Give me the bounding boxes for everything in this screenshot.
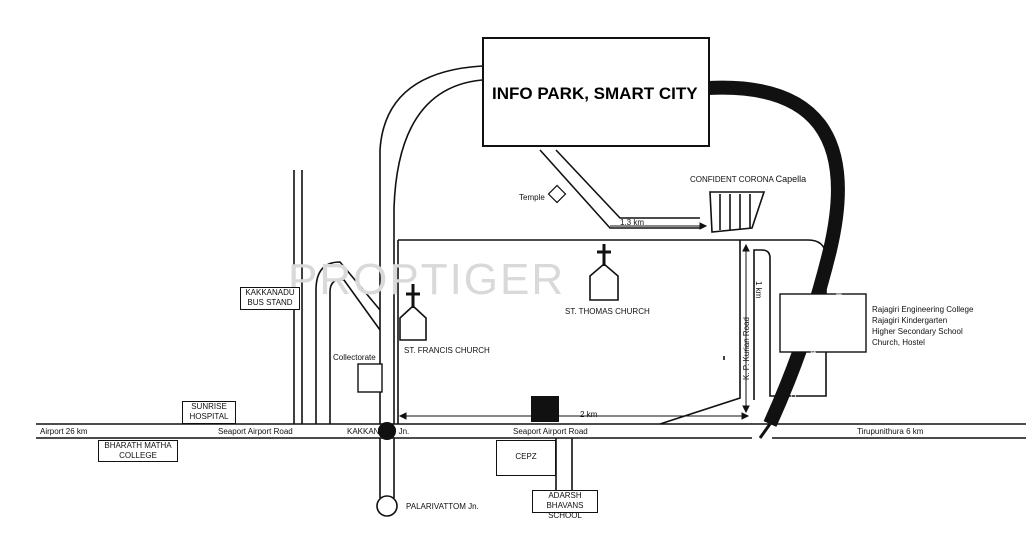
adarsh-bhavans-school-box: ADARSH BHAVANS SCHOOL	[532, 490, 598, 520]
seaport-airport-road-right: Seaport Airport Road	[513, 427, 588, 436]
st-francis-church-label: ST. FRANCIS CHURCH	[404, 346, 490, 355]
tirupunithura-label: Tirupunithura 6 km	[857, 427, 924, 436]
project-label: CONFIDENT CORONA Capella	[690, 175, 806, 184]
distance-1km: 1 km	[754, 281, 763, 299]
collectorate-building	[357, 363, 383, 393]
collectorate-link	[315, 261, 381, 424]
rajagiri-line-4: Church, Hostel	[872, 338, 925, 347]
palarivattom-jn-marker	[376, 495, 398, 517]
bus-stand-line-2: BUS STAND	[247, 298, 293, 307]
distance-1-3km: 1.3 km	[620, 218, 645, 227]
school-line-2: SCHOOL	[548, 511, 582, 520]
temple-icon	[547, 184, 567, 204]
proposed-road	[707, 80, 845, 427]
st-thomas-church-label: ST. THOMAS CHURCH	[565, 307, 650, 316]
central-block	[397, 239, 827, 425]
sunrise-hospital-box: SUNRISE HOSPITAL	[182, 401, 236, 424]
black-marker	[531, 396, 559, 422]
bharath-line-2: COLLEGE	[119, 451, 157, 460]
rajagiri-building	[779, 293, 867, 353]
kakkanadu-jn-label: KAKKANADU Jn.	[347, 427, 410, 436]
project-name: CONFIDENT CORONA	[690, 175, 774, 184]
bus-stand-line-1: KAKKANADU	[245, 288, 295, 297]
temple-label: Temple	[519, 193, 545, 202]
confident-corona-building	[709, 191, 766, 233]
collectorate-label: Collectorate	[333, 353, 376, 362]
rajagiri-line-1: Rajagiri Engineering College	[872, 305, 974, 314]
bharath-matha-college-box: BHARATH MATHA COLLEGE	[98, 440, 178, 462]
kakkanadu-jn-marker	[378, 422, 396, 440]
school-line-1: ADARSH BHAVANS	[546, 491, 584, 510]
info-park-arc-road	[379, 65, 483, 209]
rajagiri-line-2: Rajagiri Kindergarten	[872, 316, 948, 325]
st-thomas-church-icon	[589, 244, 619, 301]
kp-kurian-road-label: K. P. Kurian Road	[742, 316, 751, 380]
bharath-line-1: BHARATH MATHA	[104, 441, 172, 450]
cepz-box: CEPZ	[496, 440, 556, 476]
rajagiri-line-3: Higher Secondary School	[872, 327, 963, 336]
kakkanadu-bus-stand-box: KAKKANADU BUS STAND	[240, 287, 300, 310]
rajagiri-label: Rajagiri Engineering College Rajagiri Ki…	[872, 304, 973, 348]
map-title: INFO PARK, SMART CITY	[492, 84, 698, 103]
palarivattom-label: PALARIVATTOM Jn.	[406, 502, 479, 511]
watermark: PROPTIGER	[288, 255, 566, 304]
sunrise-line-2: HOSPITAL	[189, 412, 229, 421]
cepz-link	[555, 438, 573, 490]
info-park-diagonal-road	[539, 149, 700, 229]
seaport-airport-road-left: Seaport Airport Road	[218, 427, 293, 436]
kakkanadu-vertical-road	[379, 150, 395, 498]
st-francis-church-icon	[399, 284, 427, 341]
cepz-label: CEPZ	[515, 452, 537, 461]
distance-2km: 2 km	[580, 410, 598, 419]
sunrise-line-1: SUNRISE	[191, 402, 227, 411]
info-park-box: INFO PARK, SMART CITY	[482, 37, 710, 147]
project-suffix: Capella	[775, 174, 807, 184]
airport-label: Airport 26 km	[40, 427, 88, 436]
